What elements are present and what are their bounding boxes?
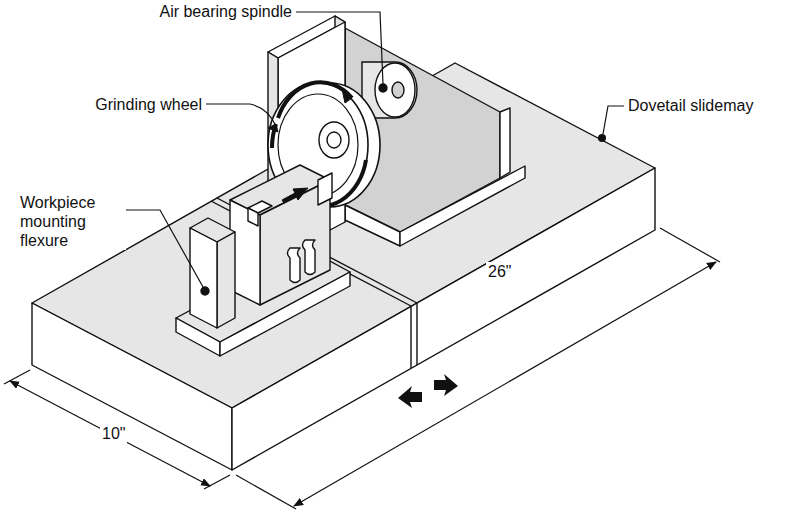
dimension-label: 26"	[486, 262, 513, 281]
dimension-label: 10"	[100, 424, 127, 443]
leader-lines	[124, 12, 624, 287]
part-label: Air bearing spindle	[157, 2, 294, 21]
slide-arrows	[398, 374, 458, 408]
part-label: Grinding wheel	[93, 95, 204, 114]
base-blocks	[32, 63, 655, 470]
workpiece-flexure	[176, 165, 350, 356]
slideway-dot	[598, 134, 606, 142]
part-label: Dovetail slidemay	[626, 96, 755, 115]
feed-arrow	[282, 188, 308, 203]
dimension-lines	[4, 228, 720, 509]
part-label: Workpiece mounting flexure	[18, 193, 126, 250]
